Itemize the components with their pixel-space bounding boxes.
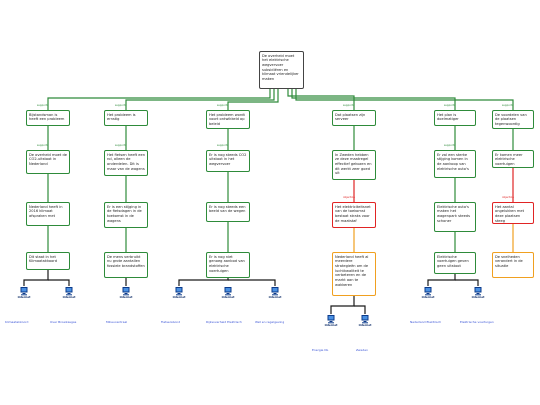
source-link-6[interactable]: Internet [262,286,288,300]
source-link-5[interactable]: Internet [215,286,241,300]
internet-icon [474,287,482,296]
premise-box[interactable]: Nederland heeft in 2016 klimaat afsprake… [26,202,70,226]
source-url[interactable]: Klimaatakkoord [5,320,29,324]
source-label: Internet [358,323,372,327]
support-edge [125,89,275,110]
internet-icon [271,287,279,296]
premise-box[interactable]: Er is een stijging in de fietsdagen in d… [104,202,148,228]
source-label: Internet [221,295,235,299]
premise-box[interactable]: De mens verbruikt nu grote aantallen fos… [104,252,148,278]
source-link-1[interactable]: Internet [11,286,37,300]
source-edge [178,278,229,286]
edge-tag: supports [343,104,355,107]
source-link-2[interactable]: Internet [56,286,82,300]
internet-icon [65,287,73,296]
source-label: Internet [17,295,31,299]
argument-box-2[interactable]: Het probleem is ernstig [104,110,148,126]
argument-box-4[interactable]: Dat plaatsen zijn serveer [332,110,376,126]
source-edge [455,279,479,286]
premise-box[interactable]: Er is nog niet genoeg aanbod van elektri… [206,252,250,278]
source-edge [228,279,276,286]
source-label: Internet [268,295,282,299]
edge-tag: objection [343,196,355,199]
edge-tag: supports [37,104,49,107]
internet-icon [327,315,335,324]
support-edge [291,89,456,110]
edge-tag: supports [444,104,456,107]
support-edge [295,89,514,110]
premise-box[interactable]: Elektrische voertuigen geven geen uitsto… [434,252,476,274]
edge-tag: supports [37,144,49,147]
source-edge [427,274,456,286]
source-link-3[interactable]: Internet [113,286,139,300]
main-claim-box[interactable]: De overheid moet het elektrische wegverv… [259,51,304,89]
internet-icon [224,287,232,296]
source-link-9[interactable]: Internet [415,286,441,300]
source-url[interactable]: Wet en regelgeving [255,320,285,324]
source-label: Internet [62,295,76,299]
support-edge [47,89,271,110]
premise-box[interactable]: Het fietsen heeft een rol, alleen de ond… [104,150,148,176]
objection-box[interactable]: Het elektriciteitsnet van de toekomst be… [332,202,376,228]
source-edge [330,296,355,314]
source-url[interactable]: Over Broeikasgas [50,320,77,324]
internet-icon [20,287,28,296]
rebuttal-box[interactable]: Nederland heeft al meerdere strategieën … [332,252,376,296]
source-label: Internet [119,295,133,299]
edge-tag: supports [502,104,514,107]
support-edge [287,89,355,110]
source-url[interactable]: Energie NL [312,348,329,352]
premise-box[interactable]: In Zweden hebben ze deze maatregel effec… [332,150,376,180]
argument-box-5[interactable]: Het plan is doelmatiger [434,110,476,126]
edge-tag: supports [217,104,229,107]
argument-box-3[interactable]: Het probleem wordt voort ontwikkeld op b… [206,110,250,129]
objection-box[interactable]: Het aantal ongelukken met deze plaatsen … [492,202,534,224]
source-link-8[interactable]: Internet [352,314,378,328]
source-link-4[interactable]: Internet [166,286,192,300]
premise-box[interactable]: Er komen meer elektrische voertuigen [492,150,534,168]
source-label: Internet [324,323,338,327]
source-label: Internet [471,295,485,299]
internet-icon [175,287,183,296]
argument-box-6[interactable]: De voordelen van de plaatsen tegenwoordi… [492,110,534,129]
source-url[interactable]: Milieucentraal [106,320,128,324]
source-edge [354,305,366,314]
internet-icon [424,287,432,296]
premise-box[interactable]: Dit staat in het Klimaatakkoord [26,252,70,270]
source-url[interactable]: Rijksoverheid Elektrisch [206,320,242,324]
internet-icon [361,315,369,324]
source-edge [23,270,49,286]
premise-box[interactable]: Er is nog steeds een beeld van de wegen [206,202,250,222]
internet-icon [122,287,130,296]
premise-box[interactable]: Elektrische auto's maken het wagenpark s… [434,202,476,232]
premise-box[interactable]: De overheid moet de CO2-uitstoot in Nede… [26,150,70,174]
edge-tag: supports [115,104,127,107]
source-label: Internet [421,295,435,299]
source-url[interactable]: Zweden [356,348,369,352]
rebuttal-box[interactable]: De snelheden verandert in de situatie [492,252,534,278]
source-link-10[interactable]: Internet [465,286,491,300]
source-url[interactable]: Nederland Elektrisch [410,320,442,324]
edge-tag: supports [115,144,127,147]
argument-box-1[interactable]: Bijstandsman is heeft een probleem [26,110,70,126]
source-url[interactable]: Fietsersbond [161,320,181,324]
source-url[interactable]: Elektrische voertuigen [460,320,494,324]
premise-box[interactable]: Er zal een sterke stijging komen in de a… [434,150,476,178]
edge-tag: supports [217,144,229,147]
source-edge [48,279,70,286]
premise-box[interactable]: Er is nog steeds CO2 uitstoot in het weg… [206,150,250,172]
support-edge [227,89,279,110]
edge-tag: objection [502,196,514,199]
edge-tag: supports [444,144,456,147]
source-link-7[interactable]: Internet [318,314,344,328]
source-label: Internet [172,295,186,299]
